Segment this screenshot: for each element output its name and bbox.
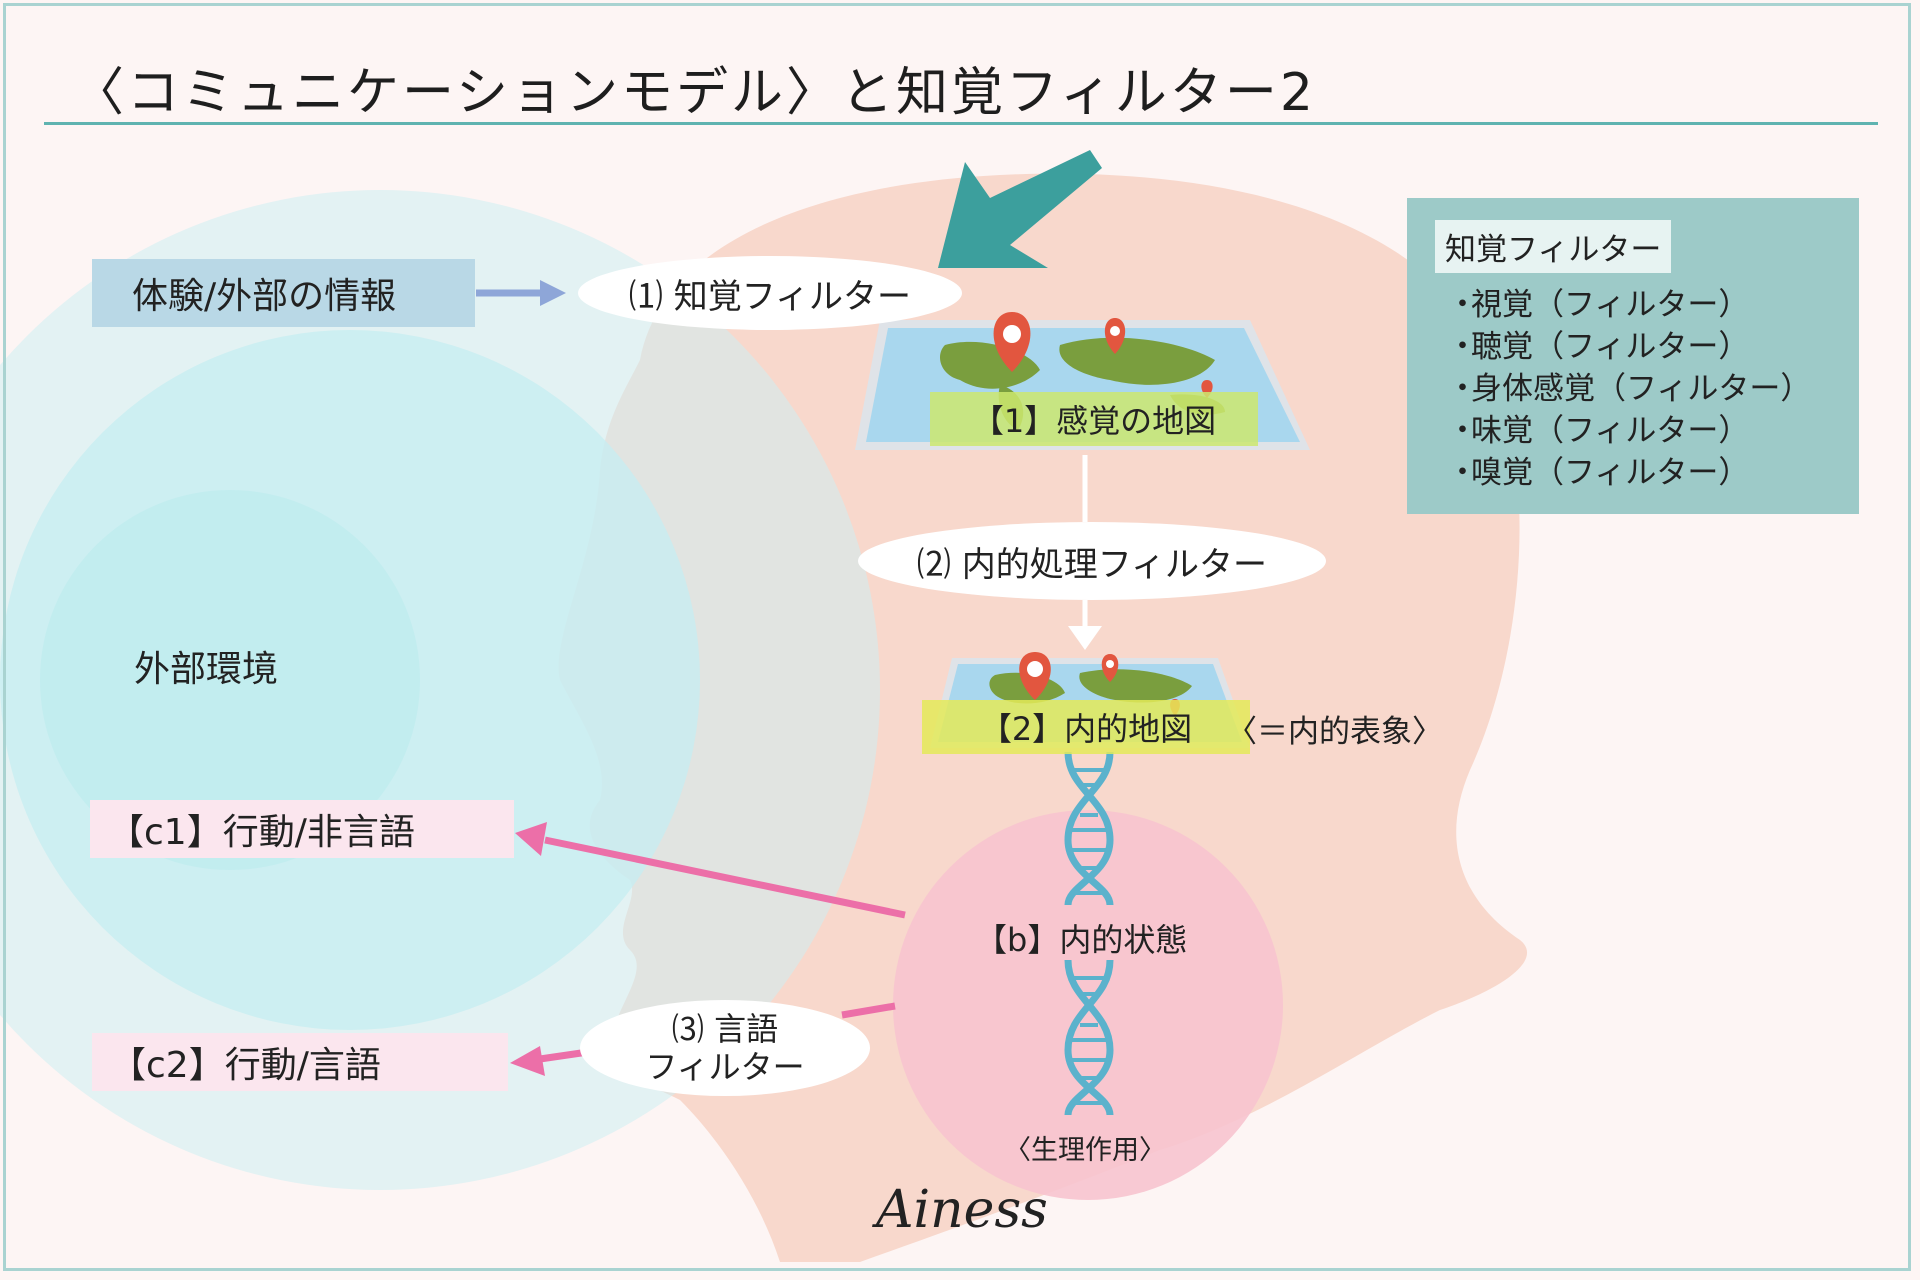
internal-map-note: 〈＝内的表象〉 (1226, 714, 1443, 750)
title-underline (44, 122, 1878, 125)
verbal-arrow-head-icon (510, 1046, 545, 1076)
internal-state-label: 【b】内的状態 (975, 921, 1188, 959)
filter-panel-title: 知覚フィルター (1435, 220, 1672, 273)
dna-helix-icon (1064, 751, 1114, 906)
language-filter-line2: フィルター (645, 1048, 805, 1086)
perceptual-filter-oval: ⑴ 知覚フィルター (578, 256, 962, 330)
internal-processing-filter-oval: ⑵ 内的処理フィルター (858, 522, 1326, 600)
signature-logo: Ainess (876, 1180, 1048, 1240)
verbal-behavior-box: 【c2】行動/言語 (92, 1033, 508, 1091)
nonverbal-arrow-line (544, 836, 906, 919)
physiology-label: 〈生理作用〉 (1004, 1135, 1166, 1166)
down-arrow-head-icon (1068, 626, 1102, 650)
perceptual-filter-panel: 知覚フィルター ・視覚（フィルター） ・聴覚（フィルター） ・身体感覚（フィルタ… (1407, 198, 1859, 514)
list-item: ・聴覚（フィルター） (1447, 326, 1811, 368)
bullet-icon: ・ (1447, 287, 1478, 323)
environment-label: 外部環境 (134, 649, 279, 690)
language-filter-oval: ⑶ 言語 フィルター (580, 1000, 870, 1096)
nonverbal-arrow-head-icon (515, 822, 547, 856)
input-experience-box: 体験/外部の情報 (92, 259, 475, 327)
language-filter-line1: ⑶ 言語 (671, 1009, 779, 1048)
sensory-map-label: 【1】感覚の地図 (930, 392, 1258, 446)
internal-map-label: 【2】内的地図 (922, 700, 1250, 754)
bullet-icon: ・ (1447, 413, 1478, 449)
list-item: ・視覚（フィルター） (1447, 284, 1811, 326)
frame-border (3, 3, 1911, 1271)
environment-circle-inner (40, 490, 420, 870)
verbal-arrow-line (841, 1002, 896, 1019)
list-item: ・味覚（フィルター） (1447, 410, 1811, 452)
bullet-icon: ・ (1447, 329, 1478, 365)
list-item: ・身体感覚（フィルター） (1447, 368, 1811, 410)
bullet-icon: ・ (1447, 371, 1478, 407)
bullet-icon: ・ (1447, 455, 1478, 491)
list-item: ・嗅覚（フィルター） (1447, 452, 1811, 494)
filter-list: ・視覚（フィルター） ・聴覚（フィルター） ・身体感覚（フィルター） ・味覚（フ… (1447, 284, 1811, 494)
teal-arrow-icon (938, 150, 1102, 268)
input-arrow-head-icon (540, 280, 566, 306)
dna-helix-icon (1064, 959, 1114, 1116)
nonverbal-behavior-box: 【c1】行動/非言語 (90, 800, 514, 858)
page-title: 〈コミュニケーションモデル〉と知覚フィルター2 (72, 63, 1317, 123)
